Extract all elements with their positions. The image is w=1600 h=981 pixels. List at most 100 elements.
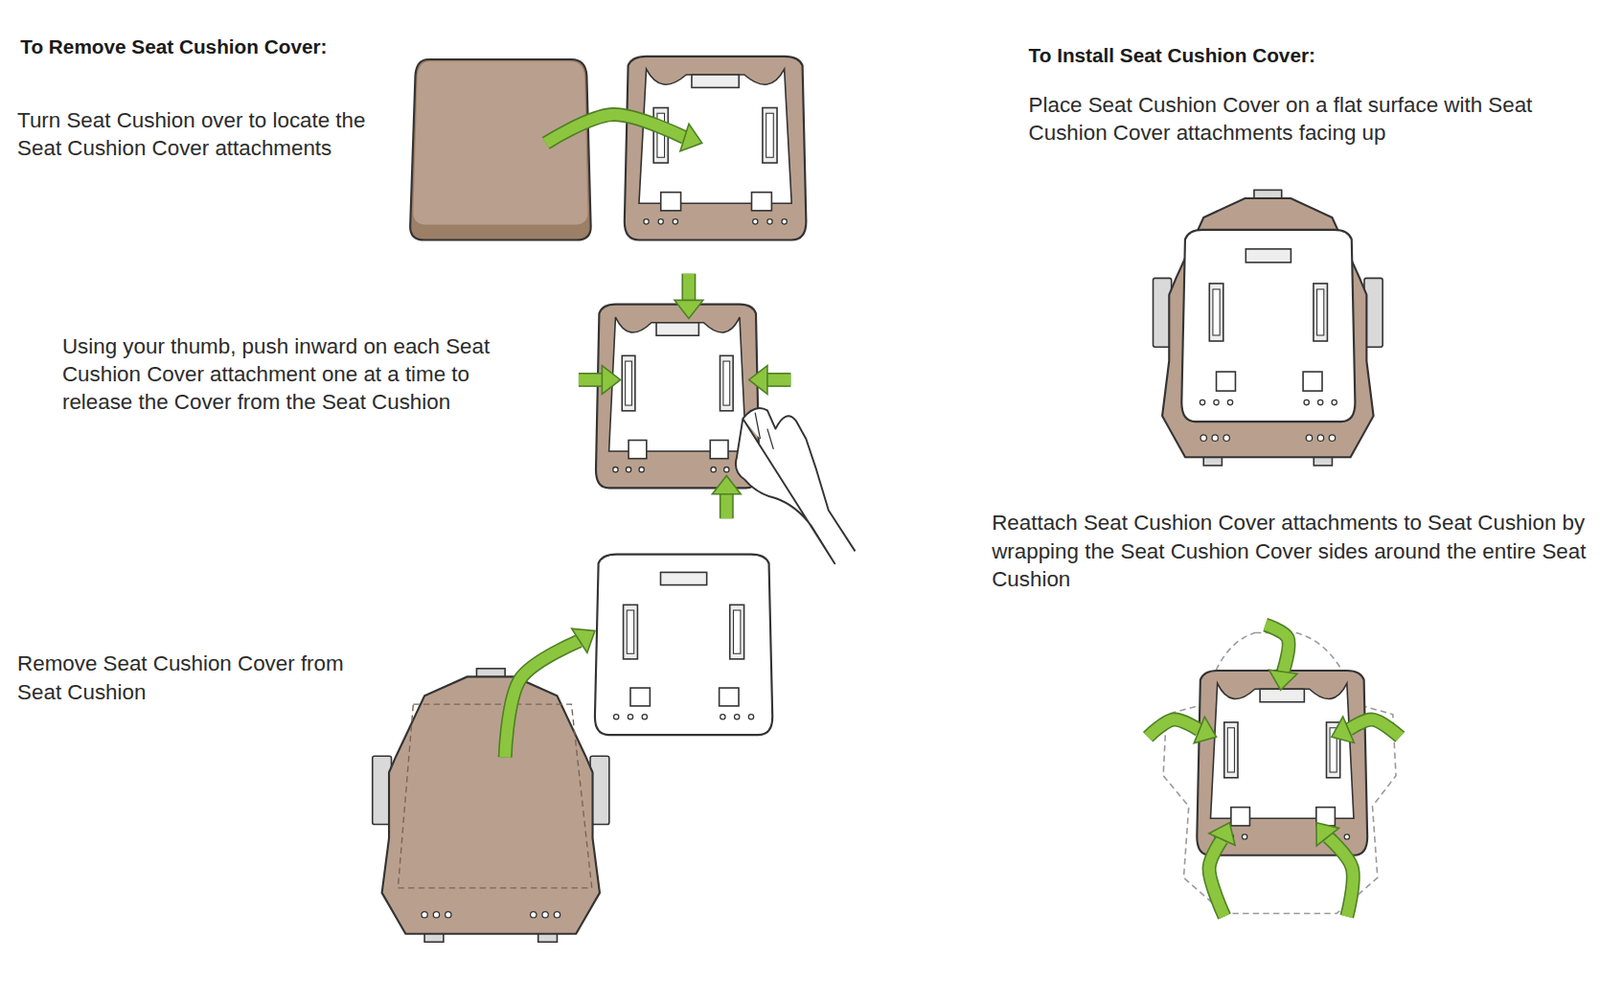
section-heading: To Install Seat Cushion Cover: — [1028, 43, 1458, 69]
side-attachment-slot — [1212, 289, 1220, 336]
wrap-arrow — [1209, 822, 1235, 917]
cover-hole — [1200, 434, 1207, 441]
screw-hole — [641, 714, 647, 720]
side-attachment — [730, 604, 745, 660]
push-arrow — [674, 274, 704, 320]
screw-hole — [1303, 399, 1309, 405]
cover-fabric — [1162, 198, 1373, 458]
cushion-plate — [1211, 683, 1354, 819]
side-attachment — [623, 604, 639, 660]
arrow-shaft — [578, 374, 602, 387]
arrow-outline — [1327, 837, 1353, 917]
cushion-plate-alone — [594, 554, 773, 736]
seat-cushion-top — [410, 59, 592, 241]
arrow-head — [601, 365, 620, 395]
arrow-outline — [1265, 624, 1289, 672]
cover-hole — [433, 912, 439, 918]
cover-fabric — [382, 676, 600, 934]
cushion-outline — [397, 704, 592, 889]
finger-lines — [754, 412, 774, 450]
wrap-arrow — [1331, 716, 1400, 743]
cover-hole — [1317, 434, 1324, 441]
arrow-shaft — [1265, 624, 1289, 672]
cover-hole — [553, 912, 560, 918]
arrow-head — [1209, 822, 1235, 846]
screw-hole — [1227, 399, 1233, 405]
arrow-outline — [1147, 719, 1200, 737]
top-attachment — [656, 322, 699, 336]
arrow-outline — [578, 372, 602, 388]
arrow-head — [749, 365, 768, 395]
cushion-underside — [624, 56, 807, 241]
screw-hole — [781, 219, 787, 225]
bottom-clip — [628, 439, 647, 458]
screw-hole — [614, 714, 619, 720]
cover-hole — [1305, 434, 1312, 441]
arrow-shaft — [1147, 719, 1200, 737]
screw-hole — [1318, 399, 1324, 405]
wrap-arrow — [1147, 716, 1216, 744]
screw-hole — [767, 219, 773, 225]
cushion-body — [410, 59, 592, 241]
bottom-clip — [661, 192, 682, 211]
screw-hole — [672, 219, 678, 225]
screw-hole — [1199, 399, 1205, 405]
hand — [735, 408, 856, 564]
bottom-clip — [1302, 371, 1323, 391]
cushion-base — [1196, 670, 1368, 856]
screw-hole — [625, 467, 631, 473]
section-heading: To Remove Seat Cushion Cover: — [20, 34, 429, 61]
bottom-clip — [709, 439, 729, 458]
arrow-head — [1316, 822, 1340, 846]
screw-hole — [1331, 399, 1337, 405]
push-arrow — [749, 365, 792, 395]
cushion-base — [594, 554, 773, 736]
screw-hole — [748, 714, 754, 720]
arrow-outline — [546, 114, 686, 143]
cushion-underside — [595, 304, 759, 489]
cushion-on-cover — [1181, 229, 1355, 422]
instruction-text: Using your thumb, push inward on each Se… — [62, 332, 512, 416]
screw-hole — [734, 714, 740, 720]
arrow-outline — [1209, 839, 1225, 917]
wrap-outline — [1163, 633, 1396, 915]
push-arrow — [711, 476, 741, 520]
top-attachment — [691, 74, 739, 88]
arrow-outline — [1348, 719, 1401, 737]
arrow-outline — [767, 372, 791, 388]
side-attachment — [720, 355, 734, 412]
arrow-shaft — [767, 374, 791, 387]
arrow-head — [680, 123, 703, 151]
cover-hole — [421, 912, 428, 918]
arrow-head — [1193, 716, 1216, 744]
side-attachment — [1224, 722, 1238, 778]
top-attachment — [1245, 249, 1291, 263]
bottom-clip — [719, 687, 739, 707]
arrow-head — [1268, 669, 1298, 690]
side-attachment — [1209, 283, 1223, 342]
arrow-shaft — [1348, 719, 1401, 737]
bottom-clip — [630, 687, 650, 707]
cover-hole — [1328, 434, 1335, 441]
turn-arrow — [546, 114, 703, 151]
arrow-shaft — [504, 640, 580, 758]
wrap-arrow — [1316, 822, 1353, 917]
side-attachment-slot — [766, 113, 775, 158]
arrow-head — [674, 299, 704, 319]
side-attachment-slot — [1317, 289, 1325, 336]
arrow-head — [1331, 716, 1354, 743]
side-attachment-slot — [1227, 728, 1235, 773]
screw-hole — [613, 467, 618, 473]
cushion-base — [624, 56, 807, 241]
cover-hole — [1223, 434, 1230, 441]
screw-hole — [627, 714, 633, 720]
instruction-text: Turn Seat Cushion over to locate the Sea… — [17, 106, 406, 162]
cushion-underside — [1196, 670, 1368, 856]
side-attachment-slot — [732, 610, 740, 654]
cushion-base — [1181, 229, 1355, 422]
screw-hole — [639, 467, 644, 473]
cushion-base — [595, 304, 759, 489]
cushion-face — [412, 61, 588, 225]
arrow-head — [711, 476, 741, 495]
side-attachment — [1313, 283, 1327, 342]
